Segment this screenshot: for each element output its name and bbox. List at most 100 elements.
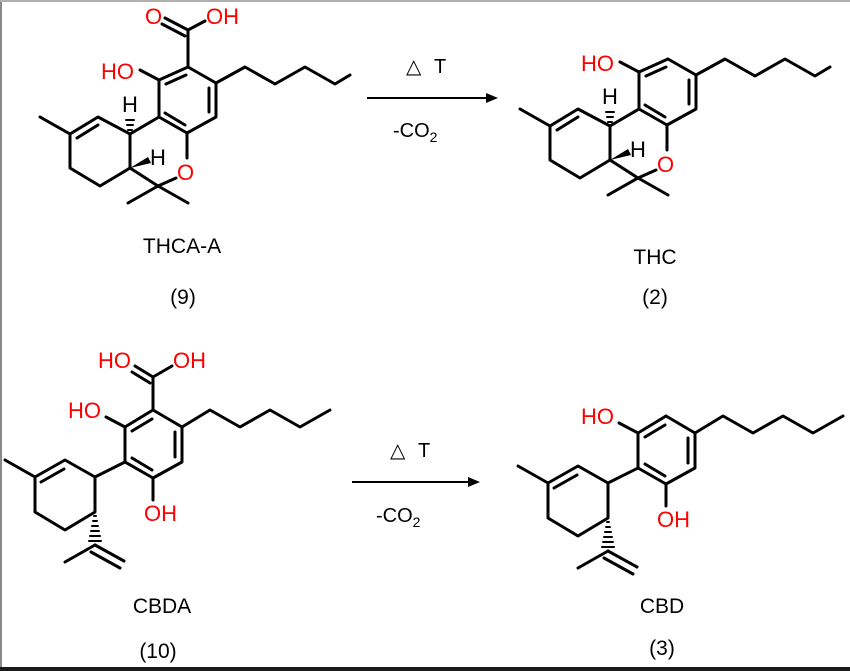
bond [606, 466, 640, 485]
atom-o-ether: O [657, 152, 674, 177]
bond [128, 166, 160, 188]
bond [636, 176, 670, 197]
cyclohexene-ring [68, 115, 132, 188]
bond [636, 168, 658, 180]
aromatic-ring [636, 414, 697, 486]
bond [606, 176, 640, 197]
atom-ho-phenol: HO [581, 51, 614, 76]
bond [133, 364, 155, 379]
aromatic-ring [157, 65, 218, 135]
bond-double [89, 550, 122, 570]
bond-inner [643, 103, 667, 119]
bond-inner [644, 65, 668, 78]
atom-oh-acid: OH [206, 4, 239, 29]
bond-inner [643, 423, 667, 439]
atom-ho-phenol-top: HO [581, 404, 614, 429]
bond-inner [164, 73, 188, 86]
bond [606, 549, 639, 569]
compound-name-cbd: CBD [640, 595, 684, 618]
atom-o-ether: O [177, 160, 194, 185]
compound-number-2: (2) [642, 286, 668, 309]
bond-methyl [3, 458, 37, 479]
molecule-cbd: HO OH [516, 404, 845, 576]
bond-double [602, 556, 635, 576]
atom-h-alpha: H [122, 92, 138, 117]
pentyl-chain [693, 414, 845, 435]
atom-o-carbonyl: O [145, 4, 162, 29]
atom-oh-phenol-bottom: OH [657, 507, 690, 532]
bond [617, 421, 640, 435]
bond [608, 107, 641, 128]
bond-inner [75, 123, 100, 140]
reaction-arrow-1: △ T -CO2 [367, 56, 498, 145]
hashed-bond [88, 515, 102, 542]
compound-number-3: (3) [649, 637, 675, 660]
heat-symbol: △ [406, 56, 422, 78]
bond [618, 60, 641, 74]
bond-methyl [516, 464, 550, 485]
atom-h-beta: H [150, 145, 166, 170]
bond [576, 549, 610, 570]
bond [93, 543, 126, 563]
bond [104, 415, 127, 429]
bond [130, 370, 152, 385]
pentyl-chain [694, 57, 832, 78]
bond [128, 115, 161, 136]
bond [138, 68, 161, 82]
atom-ho-carbonyl: HO [98, 348, 131, 373]
reaction-arrow-2: △ T -CO2 [352, 440, 480, 530]
bond [156, 176, 178, 188]
compound-number-9: (9) [170, 286, 196, 309]
atom-oh-acid: OH [173, 348, 206, 373]
bond [151, 364, 174, 379]
frame-left-border [0, 0, 2, 671]
wedge-bond [610, 149, 631, 160]
bond [186, 19, 207, 32]
bond [163, 16, 190, 32]
atom-oh-phenol-bottom: OH [144, 501, 177, 526]
bond [63, 543, 97, 564]
compound-name-thc: THC [633, 246, 676, 269]
atom-h-alpha: H [602, 84, 618, 109]
bond [93, 460, 127, 479]
bond [608, 158, 640, 180]
cyclohexene-ring [33, 458, 97, 532]
atom-ho-phenol-top: HO [68, 398, 101, 423]
bond-inner [130, 417, 154, 433]
bond [160, 22, 187, 38]
atom-h-beta: H [630, 137, 646, 162]
bond-methyl [518, 107, 552, 128]
pentyl-chain [214, 65, 352, 86]
pentyl-chain [180, 408, 332, 429]
condition-temperature: T [434, 56, 446, 78]
frame-top-border [0, 0, 850, 2]
hashed-bond [605, 111, 615, 123]
molecule-thca-a: O OH HO O [38, 4, 352, 205]
wedge-bond [130, 157, 151, 168]
cyclohexene-ring [548, 107, 612, 180]
condition-co2-loss: -CO2 [393, 120, 438, 145]
compound-name-thca-a: THCA-A [143, 235, 221, 258]
bond-inner [555, 115, 580, 132]
compound-name-cbda: CBDA [133, 595, 191, 618]
bond-inner [39, 467, 66, 484]
bond [156, 184, 190, 205]
bond [126, 184, 160, 205]
cyclohexene-ring [546, 464, 610, 538]
molecule-cbda: HO OH HO OH [3, 348, 332, 570]
condition-co2-loss: -CO2 [376, 505, 421, 530]
compound-number-10: (10) [139, 640, 176, 663]
bond-inner [163, 111, 187, 127]
aromatic-ring [123, 408, 184, 480]
bond-inner [643, 462, 667, 478]
atom-ho-phenol: HO [101, 59, 134, 84]
heat-symbol: △ [390, 440, 406, 462]
frame-bottom-border [0, 667, 850, 671]
bond-methyl [38, 115, 72, 136]
hashed-bond [601, 521, 615, 548]
aromatic-ring [637, 57, 698, 127]
bond-inner [552, 473, 579, 490]
molecule-thc: HO O H H [518, 51, 832, 197]
